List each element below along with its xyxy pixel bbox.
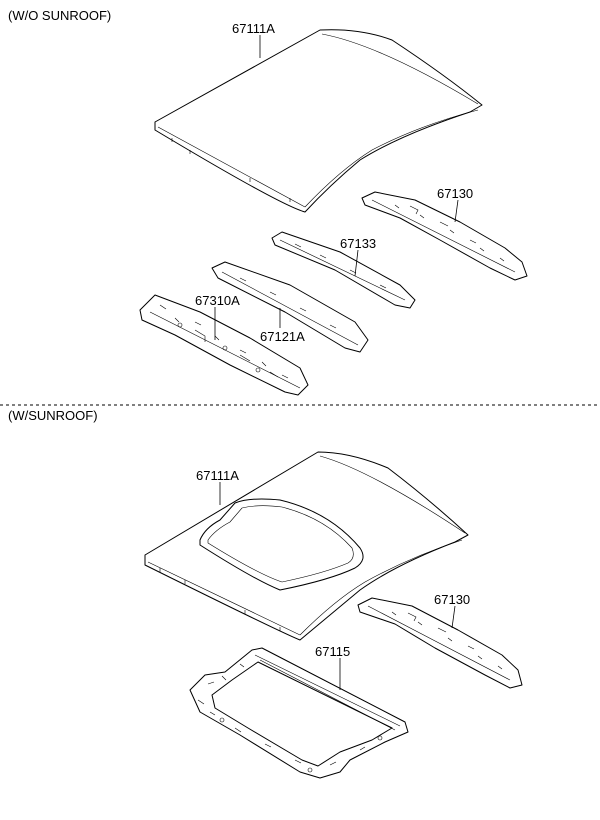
part-number-67130-top: 67130 xyxy=(437,186,473,201)
rear-roof-rail-bottom xyxy=(357,597,523,689)
leader-67130-bottom xyxy=(451,605,456,629)
part-number-67111a-top: 67111A xyxy=(232,21,275,36)
section-heading-without-sunroof: (W/O SUNROOF) xyxy=(8,8,112,23)
part-number-67111a-bottom: 67111A xyxy=(196,468,239,483)
part-number-67310a: 67310A xyxy=(195,293,240,308)
part-number-67115: 67115 xyxy=(315,644,350,659)
leader-67130-top xyxy=(454,199,459,223)
rear-roof-rail-top xyxy=(361,191,528,281)
roof-panel-sunroof xyxy=(144,451,469,641)
roof-bow-67121a xyxy=(211,261,369,353)
roof-panel-top xyxy=(154,29,483,213)
section-heading-with-sunroof: (W/SUNROOF) xyxy=(8,408,98,423)
part-number-67121a: 67121A xyxy=(260,329,305,344)
part-number-67133: 67133 xyxy=(340,236,376,251)
roof-bow-67133 xyxy=(271,231,416,309)
front-roof-header-67310a xyxy=(139,294,309,396)
part-number-67130-bottom: 67130 xyxy=(434,592,470,607)
sunroof-reinforcement-frame-67115 xyxy=(189,647,409,779)
leader-67133 xyxy=(354,249,359,277)
